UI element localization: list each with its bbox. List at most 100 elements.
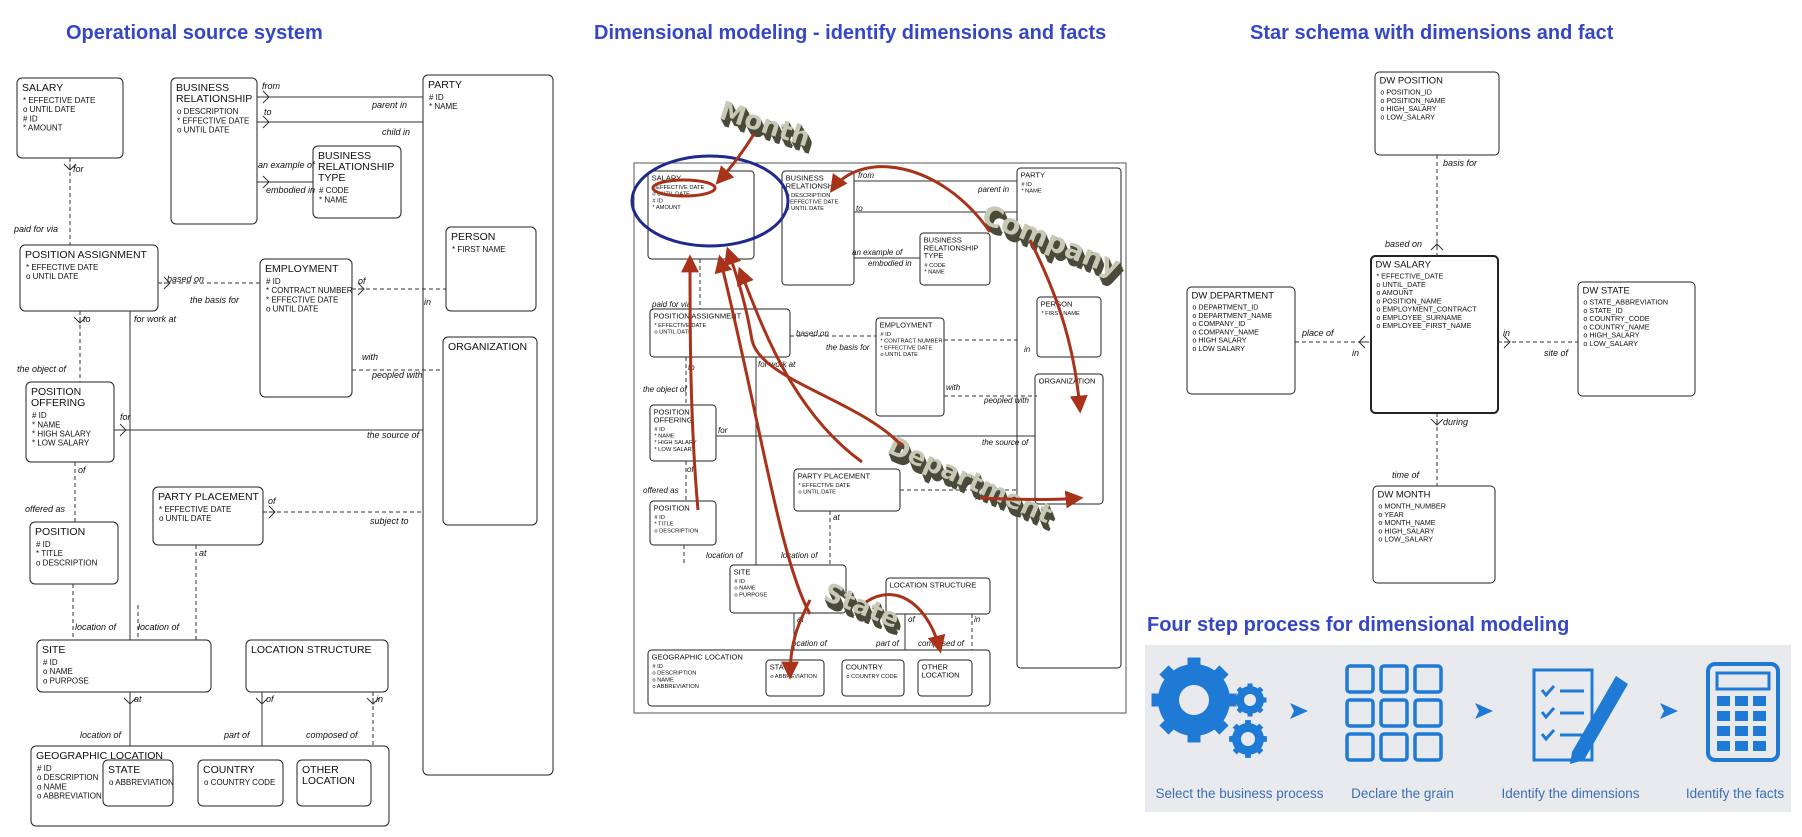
relation-label: the source of <box>367 430 421 440</box>
relation-label: site of <box>1544 348 1570 358</box>
model-state-attribute: o ABBREVIATION <box>770 674 817 680</box>
position-offering-attribute: * NAME <box>32 420 60 429</box>
employment-box <box>259 258 353 398</box>
relation-label: an example of <box>258 160 316 170</box>
relation-label: parent in <box>371 100 407 110</box>
model-location-structure-name: LOCATION STRUCTURE <box>890 580 977 589</box>
entity-country: COUNTRY o COUNTRY CODE <box>197 759 284 807</box>
crows-foot <box>262 175 270 189</box>
star-section-title: Star schema with dimensions and fact <box>1250 22 1614 44</box>
model-salary-attribute: * EFFECTIVE DATE <box>652 185 704 191</box>
relation-label: time of <box>1392 470 1421 480</box>
relation-label: during <box>1443 417 1468 427</box>
model-site-name: SITE <box>734 567 751 576</box>
step-label-select-process: Select the business process <box>1155 786 1324 801</box>
dw-department-attribute: o LOW SALARY <box>1192 344 1245 353</box>
party-attribute: # ID <box>429 93 444 102</box>
step-arrow-icon <box>1475 703 1493 719</box>
geographic-location-attribute: o DESCRIPTION <box>37 773 99 782</box>
relation-label: peopled with <box>983 396 1029 405</box>
position-offering-box <box>25 381 115 463</box>
business-relationship-name: BUSINESS <box>176 82 229 94</box>
crows-foot <box>262 90 270 104</box>
model-business-relationship-type-attribute: * NAME <box>924 270 945 276</box>
location-structure-box <box>245 639 389 693</box>
dw-salary-attribute: o EMPLOYEE_SURNAME <box>1376 313 1462 322</box>
dw-month-attribute: o MONTH_NUMBER <box>1378 502 1446 511</box>
model-party-name: PARTY <box>1021 170 1045 179</box>
model-position-offering-attribute: * LOW SALARY <box>654 447 695 453</box>
relation-label: the object of <box>17 364 68 374</box>
gears-icon <box>1151 657 1267 758</box>
relation-label: in <box>1024 345 1031 354</box>
model-site-box <box>729 564 847 614</box>
position-assignment-box <box>19 244 159 312</box>
position-box <box>29 521 119 585</box>
geographic-location-attribute: o NAME <box>37 782 67 791</box>
model-business-relationship-type-attribute: # CODE <box>924 263 946 269</box>
position-offering-name: POSITION <box>31 386 81 398</box>
crows-foot <box>163 276 171 290</box>
crows-foot <box>1358 335 1366 349</box>
model-geographic-location-attribute: o DESCRIPTION <box>652 671 696 677</box>
entity-model-employment: EMPLOYMENT# ID* CONTRACT NUMBER* EFFECTI… <box>875 317 945 417</box>
dw-salary-name: DW SALARY <box>1376 260 1432 271</box>
person-box <box>445 226 537 312</box>
relation-label: an example of <box>852 248 903 257</box>
model-business-relationship-type-name: BUSINESS <box>924 235 962 244</box>
party-placement-box <box>152 486 264 546</box>
model-employment-attribute: * EFFECTIVE DATE <box>880 345 932 351</box>
dw-department-attribute: o COMPANY_NAME <box>1192 327 1259 336</box>
model-country-name: COUNTRY <box>846 662 883 671</box>
relation-label: at <box>134 694 142 704</box>
model-salary-box <box>647 170 755 260</box>
dw-position-name: DW POSITION <box>1380 76 1444 87</box>
geographic-location-attribute: o ABBREVIATION <box>37 792 102 801</box>
dw-position-attribute: o LOW_SALARY <box>1380 112 1435 121</box>
model-position-offering-attribute: * HIGH SALARY <box>654 440 697 446</box>
crows-foot <box>63 163 77 171</box>
relation-label: child in <box>382 127 410 137</box>
dw-department-name: DW DEPARTMENT <box>1192 291 1275 302</box>
relation-label: for <box>73 164 85 174</box>
party-attribute: * NAME <box>429 102 457 111</box>
relation-label: of <box>908 615 915 624</box>
entity-person: PERSON* FIRST NAME <box>445 226 537 312</box>
relation-label: in <box>376 694 383 704</box>
employment-attribute: o UNTIL DATE <box>266 305 318 314</box>
geographic-location-name: GEOGRAPHIC LOCATION <box>36 750 163 762</box>
party-placement-attribute: * EFFECTIVE DATE <box>159 505 231 514</box>
dw-department-attribute: o DEPARTMENT_ID <box>1192 303 1258 312</box>
relation-label: for <box>120 412 132 422</box>
relation-label: for work at <box>758 360 796 369</box>
person-attribute: * FIRST NAME <box>452 245 506 254</box>
relation-label: in <box>424 297 431 307</box>
state-box <box>102 759 174 807</box>
model-business-relationship-attribute: o DESCRIPTION <box>786 193 830 199</box>
relation-label: to <box>856 204 863 213</box>
country-name: COUNTRY <box>203 764 255 776</box>
relation-label: location of <box>80 730 123 740</box>
model-employment-box <box>875 317 945 417</box>
salary-name: SALARY <box>22 82 63 94</box>
salary-attribute: * AMOUNT <box>23 124 63 133</box>
position-offering-name: OFFERING <box>31 397 85 409</box>
relation-label: based on <box>167 274 204 284</box>
relation-label: offered as <box>25 504 66 514</box>
model-other-location-name: LOCATION <box>922 670 960 679</box>
crows-foot <box>1430 418 1444 426</box>
model-business-relationship-name: BUSINESS <box>786 173 824 182</box>
step-arrow-icon <box>1660 703 1678 719</box>
model-other-location-box <box>917 659 973 697</box>
salary-attribute: * EFFECTIVE DATE <box>23 96 95 105</box>
country-attribute: o COUNTRY CODE <box>204 778 275 787</box>
